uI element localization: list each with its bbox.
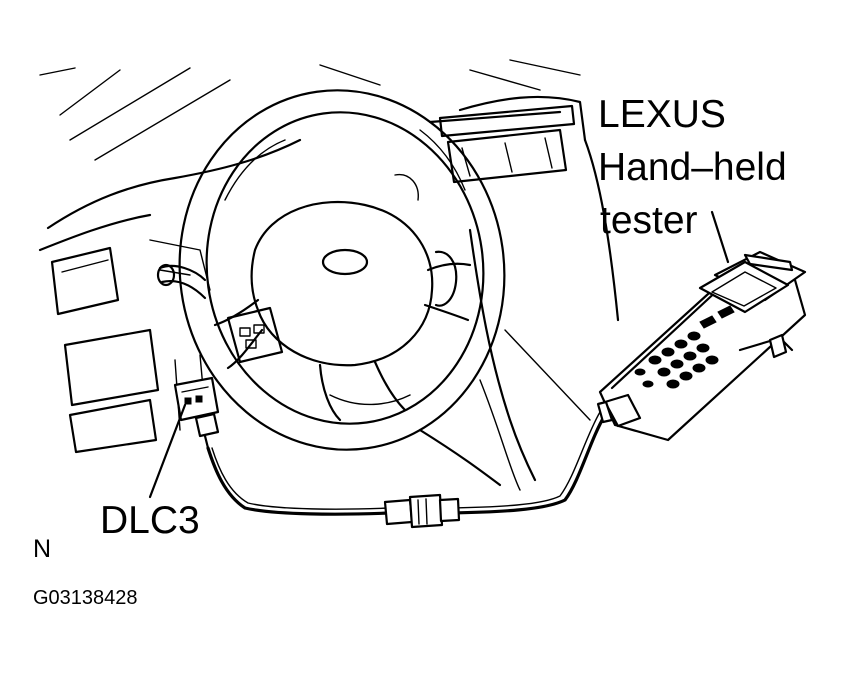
tester-keypad: [634, 305, 735, 389]
tester-leader-line: [710, 210, 730, 264]
cable-inline-connector: [383, 493, 461, 529]
tester-label-line1: LEXUS: [598, 93, 726, 136]
dashboard-top: [38, 95, 620, 322]
orientation-marker: N: [33, 535, 52, 563]
steering-wheel: [178, 89, 506, 451]
tester-cable: [206, 411, 607, 516]
dlc3-leader-line: [148, 403, 187, 499]
left-dash-panels: [50, 239, 211, 454]
dlc3-label: DLC3: [100, 499, 200, 542]
dlc3-connector-drawing: [173, 376, 220, 450]
tester-label-line2: Hand–held: [598, 146, 787, 189]
center-vent: [438, 104, 576, 184]
tester-label: LEXUS Hand–held tester: [598, 88, 787, 247]
steering-stalk: [156, 263, 207, 300]
windshield-lines: [39, 59, 581, 161]
hand-held-tester-drawing: [596, 250, 807, 442]
tester-label-line3: tester: [600, 199, 698, 242]
figure-id: G03138428: [33, 587, 138, 609]
